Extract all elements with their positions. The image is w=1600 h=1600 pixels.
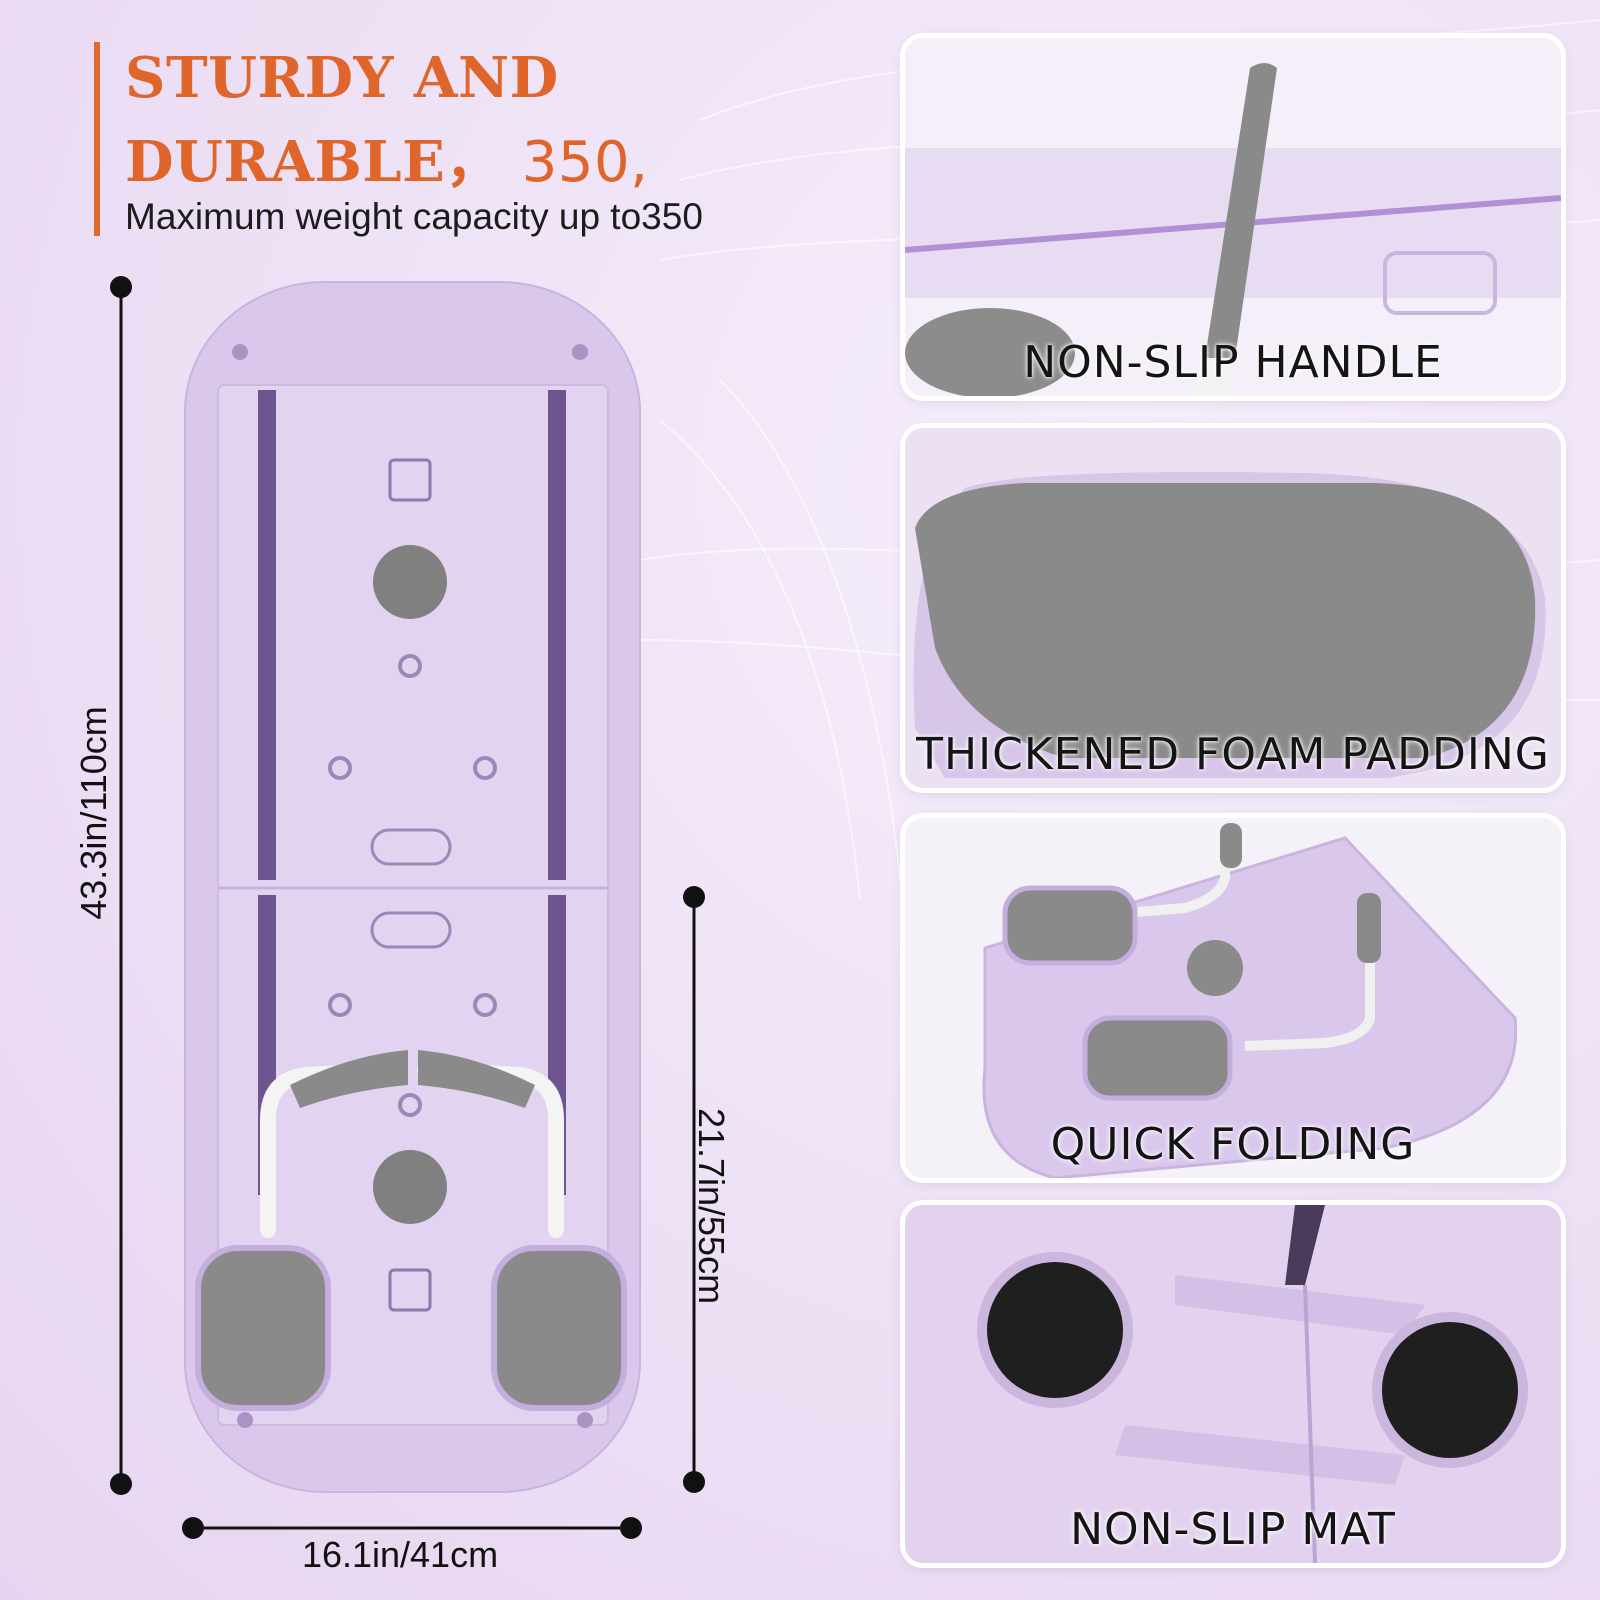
headline: STURDY AND DURABLE， 350, [125,36,825,205]
feature-panel-folding: QUICK FOLDING [905,818,1561,1178]
height-dimension-label: 43.3in/110cm [73,706,114,920]
handle-and-footpads [195,1050,627,1411]
weight-capacity-text: Maximum weight capacity up to350 [125,196,703,237]
handle-closeup-icon [905,63,1561,396]
folded-dimension-label: 21.7in/55cm [691,1107,732,1305]
feature-label-foam: THICKENED FOAM PADDING [916,729,1550,780]
feature-label-folding: QUICK FOLDING [1050,1119,1416,1170]
feature-panel-foam: THICKENED FOAM PADDING [905,428,1561,788]
headline-line2: DURABLE， [125,129,502,195]
headline-accent-bar [94,42,100,236]
feature-panel-handle: NON-SLIP HANDLE [905,38,1561,396]
headline-line1: STURDY AND [125,45,559,111]
folded-board-icon [982,823,1518,1178]
width-dimension-label: 16.1in/41cm [301,1534,499,1575]
dimension-lines [110,276,705,1539]
foam-pad-closeup-icon [905,428,1561,788]
feature-label-mat: NON-SLIP MAT [1070,1504,1396,1555]
rubber-feet-icon [905,1205,1561,1563]
feature-panel-mat: NON-SLIP MAT [905,1205,1561,1563]
folding-board [184,281,641,1493]
board-illustration [110,276,705,1539]
feature-label-handle: NON-SLIP HANDLE [1023,337,1443,388]
headline-number: 350, [521,130,649,195]
